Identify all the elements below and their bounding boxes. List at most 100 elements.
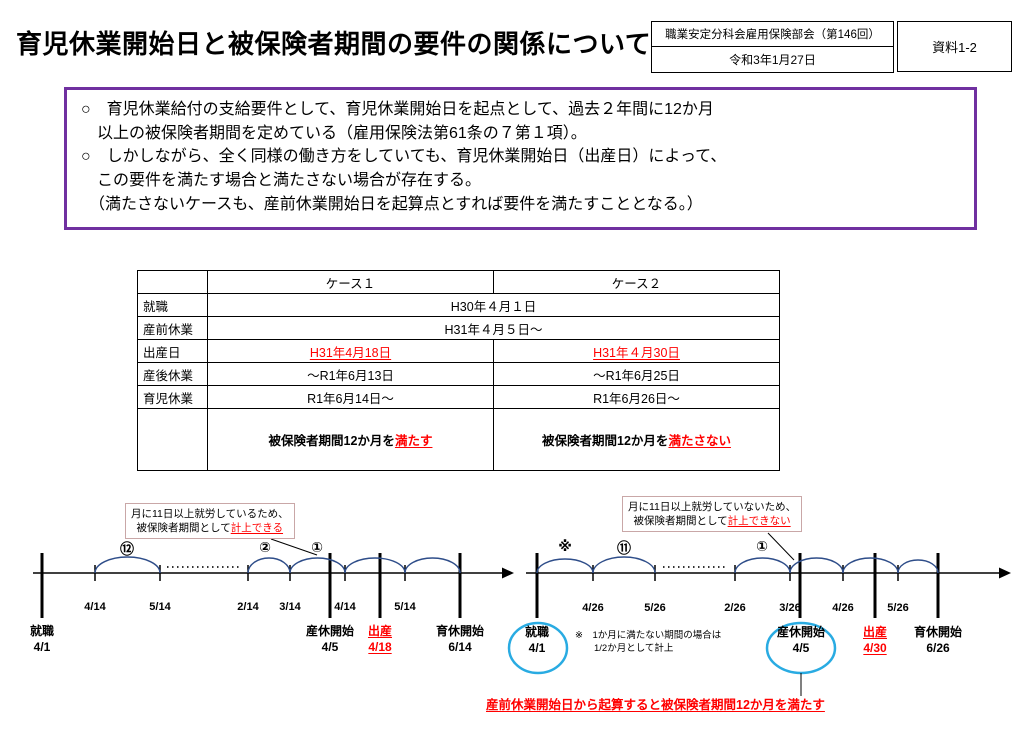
callout-highlight: 計上できない: [727, 515, 791, 528]
callout-pointer-line: [767, 532, 795, 561]
case-comparison-table: ケース１ ケース２ 就職 H30年４月１日 産前休業 H31年４月５日～ 出産日…: [137, 270, 780, 471]
summary-paragraph-1: ○ 育児休業給付の支給要件として、育児休業開始日を起点として、過去２年間に12か…: [81, 101, 714, 142]
arc-label-month1: ①: [311, 539, 323, 555]
callout-line2-prefix: 被保険者期間として: [633, 515, 728, 528]
tick-label: 5/26: [644, 602, 666, 614]
marker-label: 就職: [524, 625, 550, 639]
half-month-note: ※ 1か月に満たない期間の場合は 1/2か月として計上: [575, 630, 722, 655]
childcare-case1: R1年6月14日～: [207, 385, 494, 409]
tick-label: 5/26: [887, 602, 909, 614]
marker-maternity-leave-start: 産休開始 4/5: [306, 624, 354, 655]
month-arcs: [94, 556, 461, 574]
event-bars: [40, 553, 462, 618]
callout-line2: 被保険者期間として計上できない: [628, 514, 796, 528]
postnatal-case1: ～R1年6月13日: [207, 362, 494, 386]
tick-label: 4/14: [84, 601, 106, 613]
tick-label: 5/14: [149, 601, 171, 613]
table-header-row: ケース１ ケース２: [137, 270, 780, 294]
callout-pointer-line: [270, 538, 318, 556]
callout-line2: 被保険者期間として計上できる: [131, 521, 289, 535]
callout-line2-prefix: 被保険者期間として: [136, 522, 231, 535]
callout-countable: 月に11日以上就労しているため、 被保険者期間として計上できる: [125, 503, 295, 540]
tick-label: 3/14: [279, 601, 301, 613]
marker-employment: 就職 4/1: [525, 625, 549, 656]
table-row-employment: 就職 H30年４月１日: [137, 293, 780, 317]
marker-label: 出産: [862, 625, 888, 639]
row-value-employment: H30年４月１日: [207, 293, 780, 317]
conclusion-note: 産前休業開始日から起算すると被保険者期間12か月を満たす: [486, 698, 825, 712]
marker-date: 4/5: [321, 639, 339, 654]
result-case1-highlight: 満たす: [394, 434, 433, 448]
row-label-childcare: 育児休業: [137, 385, 208, 409]
marker-employment: 就職 4/1: [30, 624, 54, 655]
result-prefix: 被保険者期間12か月を: [542, 434, 669, 448]
timeline-case2: 月に11日以上就労していないため、 被保険者期間として計上できない ※ ⑪ ① …: [507, 488, 1035, 708]
postnatal-case2: ～R1年6月25日: [493, 362, 780, 386]
tick-label: 3/26: [779, 602, 801, 614]
summary-box: ○ 育児休業給付の支給要件として、育児休業開始日を起点として、過去２年間に12か…: [64, 87, 977, 230]
tick-label: 4/14: [334, 601, 356, 613]
marker-date: 4/1: [33, 639, 51, 654]
row-label-employment: 就職: [137, 293, 208, 317]
marker-date: 6/26: [926, 640, 950, 655]
empty-result-label-cell: [137, 408, 208, 471]
marker-birth: 出産 4/18: [368, 624, 392, 655]
meeting-info-box: 職業安定分科会雇用保険部会（第146回） 令和3年1月27日: [651, 21, 894, 73]
marker-date: 4/18: [368, 639, 392, 654]
meeting-name: 職業安定分科会雇用保険部会（第146回）: [665, 29, 880, 41]
row-label-prenatal: 産前休業: [137, 316, 208, 340]
employment-highlight-ellipse: [507, 621, 569, 675]
table-row-postnatal-leave: 産後休業 ～R1年6月13日 ～R1年6月25日: [137, 362, 780, 386]
month-arcs: [536, 556, 939, 574]
meeting-date: 令和3年1月27日: [652, 46, 893, 72]
row-label-postnatal: 産後休業: [137, 362, 208, 386]
marker-birth: 出産 4/30: [863, 625, 887, 656]
timeline-case2-graphic: [507, 532, 1011, 696]
callout-line1: 月に11日以上就労していないため、: [628, 501, 797, 513]
result-case2-cell: 被保険者期間12か月を満たさない: [493, 408, 780, 471]
marker-date: 6/14: [448, 639, 472, 654]
table-row-prenatal-leave: 産前休業 H31年４月５日～: [137, 316, 780, 340]
case1-header-cell: ケース１: [207, 270, 494, 294]
table-row-birth-date: 出産日 H31年4月18日 H31年４月30日: [137, 339, 780, 363]
arc-label-month11: ⑪: [617, 540, 631, 556]
tick-label: 5/14: [394, 601, 416, 613]
marker-label: 就職: [29, 624, 55, 638]
timeline-case1-graphic: [33, 538, 514, 618]
axis-arrowhead-icon: [999, 567, 1011, 579]
axis-arrowhead-icon: [502, 567, 514, 579]
doc-number-box: 資料1-2: [897, 21, 1012, 72]
marker-childcare-leave-start: 育休開始 6/26: [914, 625, 962, 656]
arc-label-half-month: ※: [558, 538, 572, 554]
event-bars: [535, 553, 940, 618]
marker-date: 4/1: [528, 640, 546, 655]
marker-label: 育休開始: [913, 625, 963, 639]
case2-header-cell: ケース２: [493, 270, 780, 294]
callout-not-countable: 月に11日以上就労していないため、 被保険者期間として計上できない: [622, 496, 803, 533]
tick-label: 4/26: [582, 602, 604, 614]
callout-line1: 月に11日以上就労しているため、: [131, 508, 289, 520]
marker-date: 4/5: [792, 640, 810, 655]
birth-date-case1: H31年4月18日: [207, 339, 494, 363]
marker-date: 4/30: [863, 640, 887, 655]
empty-corner-cell: [137, 270, 208, 294]
tick-label: 2/26: [724, 602, 746, 614]
arc-label-month12: ⑫: [120, 541, 134, 557]
marker-label: 出産: [367, 624, 393, 638]
marker-maternity-leave-start: 産休開始 4/5: [777, 625, 825, 656]
result-case1-cell: 被保険者期間12か月を満たす: [207, 408, 494, 471]
birth-date-case2: H31年４月30日: [493, 339, 780, 363]
arc-label-month2: ②: [259, 539, 271, 555]
tick-label: 4/26: [832, 602, 854, 614]
page-title: 育児休業開始日と被保険者期間の要件の関係について: [16, 29, 652, 59]
marker-label: 産休開始: [776, 625, 826, 639]
result-case2-highlight: 満たさない: [668, 434, 731, 448]
childcare-case2: R1年6月26日～: [493, 385, 780, 409]
row-value-prenatal: H31年４月５日～: [207, 316, 780, 340]
timeline-case1: 月に11日以上就労しているため、 被保険者期間として計上できる ⑫ ② ① 4/…: [25, 495, 517, 675]
summary-paragraph-2: ○ しかしながら、全く同様の働き方をしていても、育児休業開始日（出産日）によって…: [81, 148, 727, 213]
marker-childcare-leave-start: 育休開始 6/14: [436, 624, 484, 655]
callout-highlight: 計上できる: [230, 522, 284, 535]
marker-label: 育休開始: [435, 624, 485, 638]
